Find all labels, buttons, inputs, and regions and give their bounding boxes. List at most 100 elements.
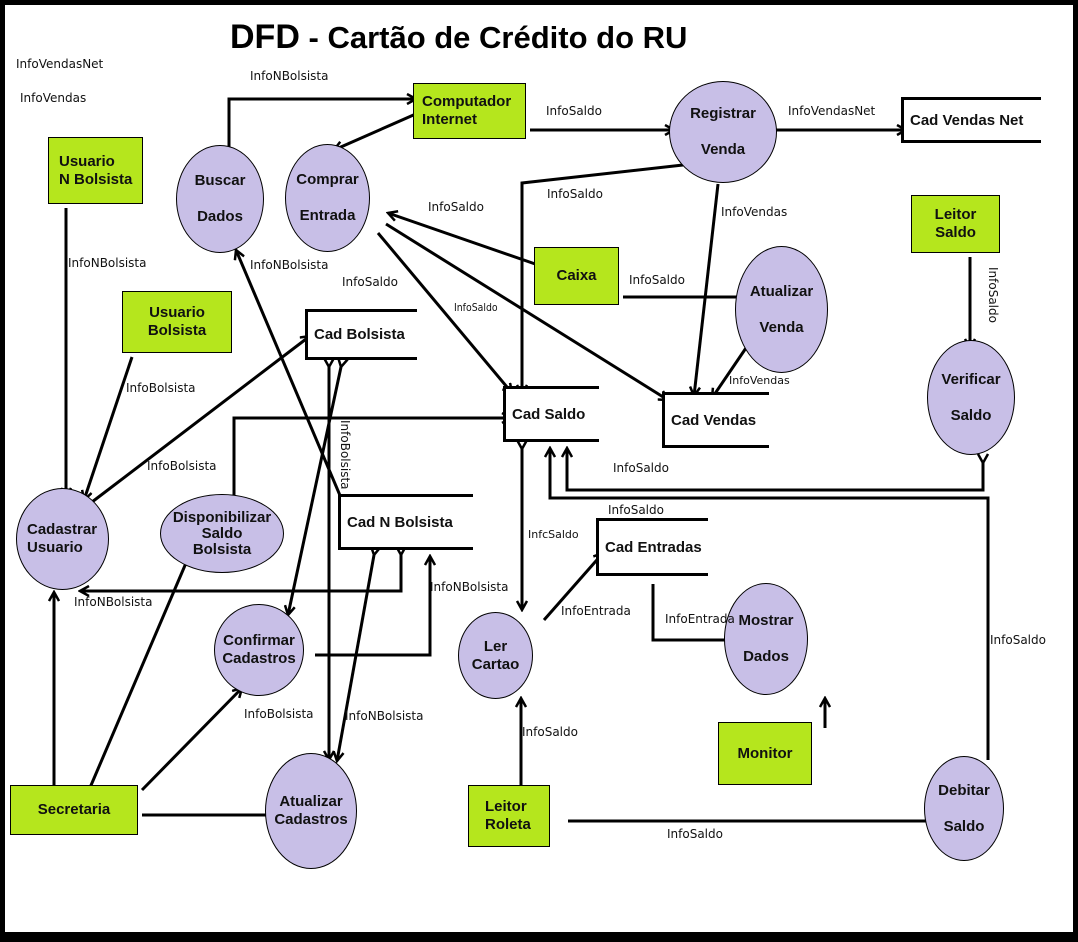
legend-item: InfoVendasNet (16, 57, 104, 71)
entity-usuario-bolsista[interactable]: Usuario Bolsista (122, 291, 232, 353)
entity-label: Computador (422, 93, 512, 110)
store-cad-vendas-net[interactable]: Cad Vendas Net (901, 97, 1041, 143)
process-mostrar-dados[interactable]: Mostrar Dados (724, 583, 808, 695)
entity-usuario-n-bolsista[interactable]: Usuario N Bolsista (48, 137, 143, 204)
flow-registrar-cadvendas (694, 183, 720, 396)
flow-label: InfoSaldo (986, 267, 1000, 323)
store-cad-n-bolsista[interactable]: Cad N Bolsista (338, 494, 473, 550)
flow-comprar-cadsaldo (376, 232, 512, 393)
flow-label: InfoBolsista (338, 420, 352, 490)
process-label: Saldo (201, 524, 243, 542)
flow-secretaria-disponibilizar (87, 556, 189, 791)
flow-label: InfoSaldo (667, 827, 723, 841)
entity-label: Usuario (59, 152, 115, 170)
flow-label: InfoSaldo (547, 187, 603, 201)
process-disponibilizar-saldo-bolsista[interactable]: Disponibilizar Saldo Bolsista (160, 494, 284, 573)
store-label: Cad Entradas (605, 538, 702, 556)
process-confirmar-cadastros[interactable]: Confirmar Cadastros (214, 604, 304, 696)
flow-label: InfoVendasNet (788, 104, 876, 118)
flow-label: InfcSaldo (528, 528, 579, 541)
process-label: Mostrar (738, 612, 794, 629)
flow-label: InfoEntrada (665, 612, 735, 626)
process-label: Cadastros (222, 650, 296, 667)
flow-label: InfoNBolsista (74, 595, 153, 609)
entity-label: Caixa (556, 267, 597, 284)
flow-secretaria-confirmar (140, 688, 242, 792)
entity-label: Roleta (485, 816, 531, 833)
entity-secretaria[interactable]: Secretaria (10, 785, 138, 835)
process-label: Verificar (941, 370, 1001, 388)
process-label: Saldo (950, 406, 992, 424)
process-label: Venda (759, 318, 804, 336)
process-label: Cadastros (274, 811, 348, 828)
process-ler-cartao[interactable]: Ler Cartao (458, 612, 533, 699)
flow-label: InfoSaldo (608, 503, 664, 517)
process-verificar-saldo[interactable]: Verificar Saldo (927, 340, 1015, 455)
entity-leitor-saldo[interactable]: Leitor Saldo (911, 195, 1000, 253)
flow-label: InfoBolsista (126, 381, 196, 395)
store-label: Cad N Bolsista (347, 513, 453, 531)
flow-registrar-cadsaldo (522, 163, 684, 394)
process-label: Registrar (690, 105, 756, 122)
process-label: Venda (700, 141, 746, 158)
flow-lines (5, 5, 990, 932)
flow-label: InfoBolsista (147, 459, 217, 473)
entity-label: Bolsista (147, 322, 207, 339)
process-buscar-dados[interactable]: Buscar Dados (176, 145, 264, 253)
flow-label: InfoSaldo (428, 200, 484, 214)
process-label: Comprar (296, 171, 359, 188)
store-cad-bolsista[interactable]: Cad Bolsista (305, 309, 417, 360)
store-cad-vendas[interactable]: Cad Vendas (662, 392, 769, 448)
process-debitar-saldo[interactable]: Debitar Saldo (924, 756, 1004, 861)
flow-comprar-cadvendas (385, 222, 668, 400)
entity-label: Leitor (934, 206, 977, 223)
entity-label: Leitor (485, 798, 527, 815)
process-cadastrar-usuario[interactable]: Cadastrar Usuario (16, 488, 109, 590)
process-label: Buscar (194, 172, 246, 189)
process-comprar-entrada[interactable]: Comprar Entrada (285, 144, 370, 252)
flow-cadbolsista-confirmar (288, 367, 341, 615)
process-label: Atualizar (749, 282, 814, 300)
store-cad-entradas[interactable]: Cad Entradas (596, 518, 708, 576)
process-label: Dados (197, 208, 243, 225)
diagram-canvas: DFD - Cartão de Crédito do RU InfoVendas… (5, 5, 1073, 932)
flow-label: InfoNBolsista (345, 709, 424, 723)
diagram-title: DFD - Cartão de Crédito do RU (230, 18, 687, 57)
flow-disponibilizar-cadsaldo (232, 418, 511, 495)
flow-caixa-comprar (388, 213, 542, 268)
entity-label: Internet (422, 111, 478, 128)
entity-label: Saldo (935, 224, 976, 241)
legend-item: InfoVendas (20, 91, 87, 105)
title-prefix: DFD (230, 18, 300, 56)
process-atualizar-cadastros[interactable]: Atualizar Cadastros (265, 753, 357, 869)
entity-monitor[interactable]: Monitor (718, 722, 812, 785)
entity-label: Monitor (737, 744, 793, 762)
entity-leitor-roleta[interactable]: Leitor Roleta (468, 785, 550, 847)
process-label: Saldo (943, 817, 985, 835)
process-registrar-venda[interactable]: Registrar Venda (669, 81, 777, 183)
flow-lercartao-cadentradas (542, 553, 603, 621)
flow-label: InfoSaldo (613, 461, 669, 475)
entity-label: Secretaria (37, 801, 111, 818)
entity-caixa[interactable]: Caixa (534, 247, 619, 305)
flow-label: InfoNBolsista (250, 69, 329, 83)
flow-computador-comprar (334, 111, 419, 150)
flow-label: InfoNBolsista (250, 258, 329, 272)
flow-label: InfoNBolsista (430, 580, 509, 594)
entity-computador-internet[interactable]: Computador Internet (413, 83, 526, 139)
flow-debitar-cadsaldo (550, 448, 990, 760)
flow-label: InfoSaldo (342, 275, 398, 289)
entity-label: N Bolsista (59, 170, 133, 188)
store-label: Cad Bolsista (314, 326, 405, 343)
process-label: Cadastrar (27, 521, 98, 538)
flow-cadnbolsista-cadastrar (80, 555, 401, 591)
process-atualizar-venda[interactable]: Atualizar Venda (735, 246, 828, 373)
flow-label: InfoBolsista (244, 707, 314, 721)
flow-cadnbolsista-atualizarcad (337, 555, 374, 761)
store-label: Cad Vendas Net (910, 111, 1024, 129)
flow-label: InfoVendas (729, 374, 790, 387)
process-label: Debitar (938, 781, 990, 799)
entity-label: Usuario (149, 304, 205, 321)
store-cad-saldo[interactable]: Cad Saldo (503, 386, 599, 442)
store-label: Cad Vendas (671, 411, 757, 429)
